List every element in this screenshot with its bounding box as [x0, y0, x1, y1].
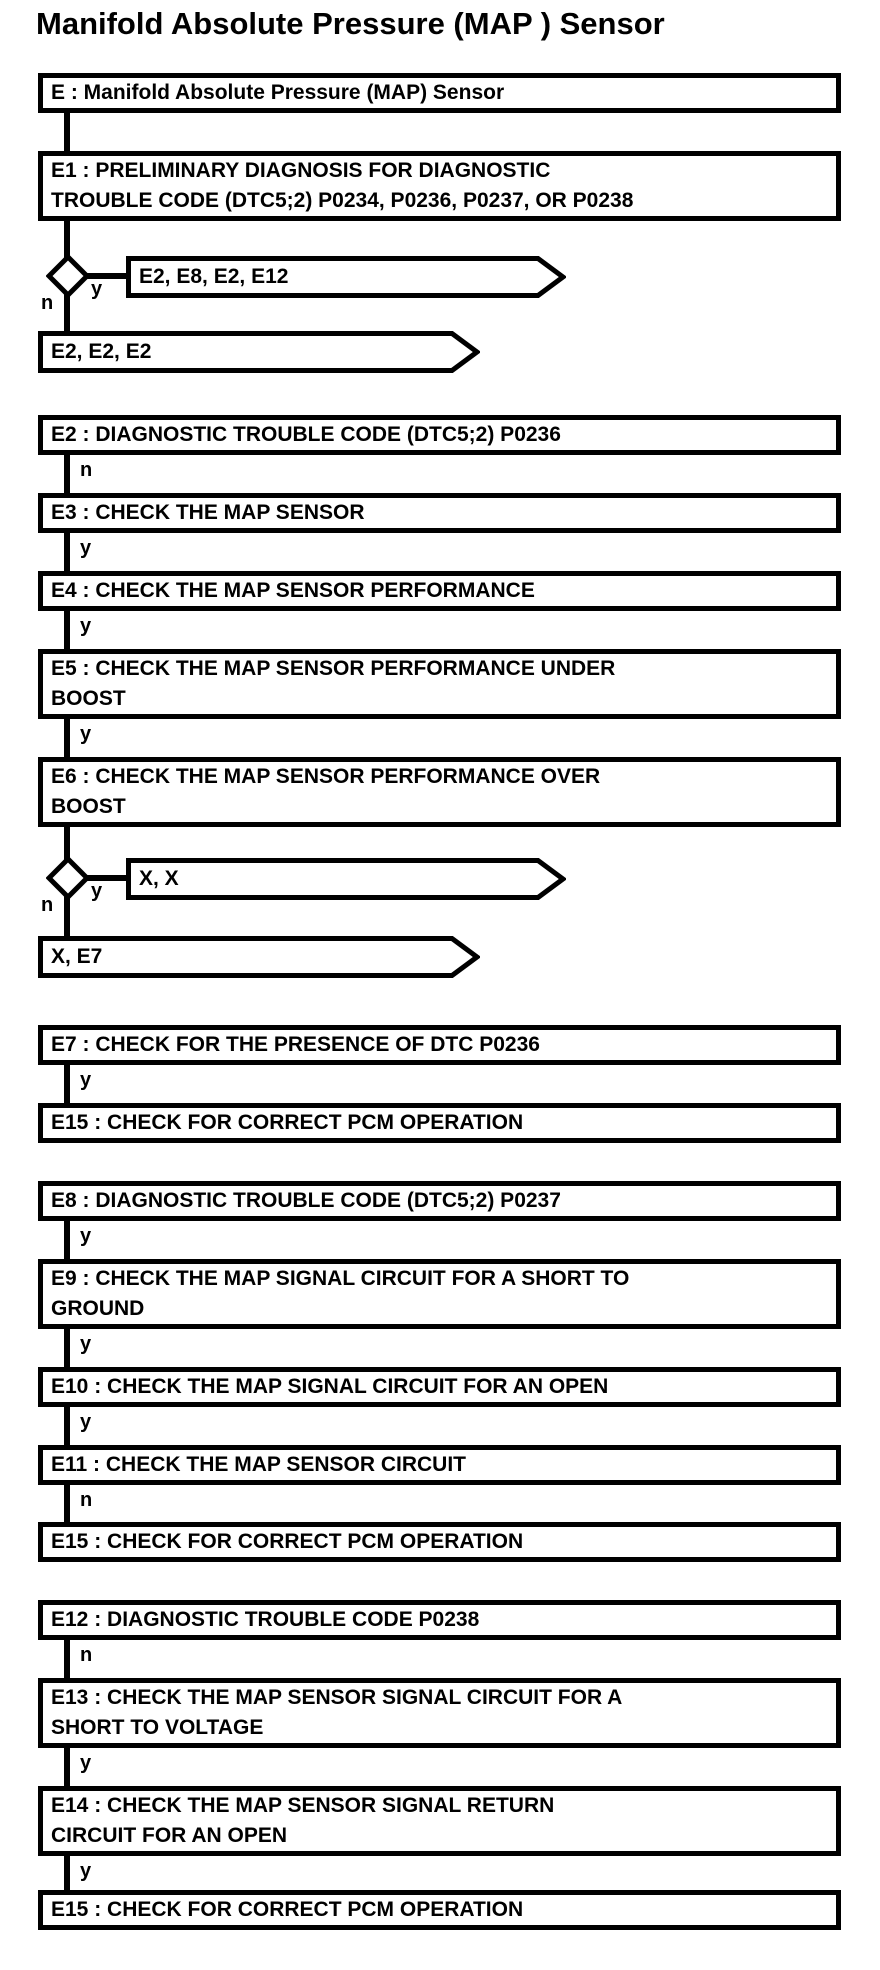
flow-box-e9: E9 : CHECK THE MAP SIGNAL CIRCUIT FOR A …: [38, 1259, 841, 1329]
flow-box-e3: E3 : CHECK THE MAP SENSOR: [38, 493, 841, 533]
flow-box-e4: E4 : CHECK THE MAP SENSOR PERFORMANCE: [38, 571, 841, 611]
connector-line: [64, 292, 70, 334]
branch-label-no: n: [80, 459, 93, 481]
branch-label-yes: y: [80, 537, 92, 559]
flow-box-e15-a: E15 : CHECK FOR CORRECT PCM OPERATION: [38, 1103, 841, 1143]
branch-label-yes: y: [80, 1069, 92, 1091]
connector-line: [64, 1062, 70, 1106]
connector-line: [64, 1218, 70, 1262]
flow-box-e: E : Manifold Absolute Pressure (MAP) Sen…: [38, 73, 841, 113]
decision-diamond-icon: [46, 856, 90, 900]
connector-line: [64, 530, 70, 574]
flow-box-e1: E1 : PRELIMINARY DIAGNOSIS FOR DIAGNOSTI…: [38, 151, 841, 221]
flow-box-e15-c: E15 : CHECK FOR CORRECT PCM OPERATION: [38, 1890, 841, 1930]
arrow-pentagon-icon: [126, 256, 566, 298]
offpage-arrow-b2-label: X, E7: [51, 945, 103, 968]
connector-line: [64, 1745, 70, 1789]
flow-box-e8: E8 : DIAGNOSTIC TROUBLE CODE (DTC5;2) P0…: [38, 1181, 841, 1221]
connector-line: [64, 1404, 70, 1448]
branch-label-yes: y: [80, 1225, 92, 1247]
offpage-arrow-b2: X, E7: [38, 936, 480, 978]
page-title: Manifold Absolute Pressure (MAP ) Sensor: [36, 6, 665, 41]
flow-box-e5: E5 : CHECK THE MAP SENSOR PERFORMANCE UN…: [38, 649, 841, 719]
flow-box-e12: E12 : DIAGNOSTIC TROUBLE CODE P0238: [38, 1600, 841, 1640]
offpage-arrow-a2-label: X, X: [139, 867, 179, 890]
connector-line: [64, 895, 70, 939]
arrow-pentagon-icon: [38, 936, 480, 978]
branch-label-yes: y: [80, 1411, 92, 1433]
branch-label-no: n: [80, 1644, 93, 1666]
branch-label-yes: y: [80, 1860, 92, 1882]
connector-line: [64, 608, 70, 652]
flow-box-e10: E10 : CHECK THE MAP SIGNAL CIRCUIT FOR A…: [38, 1367, 841, 1407]
offpage-arrow-a2: X, X: [126, 858, 566, 900]
offpage-arrow-a1-label: E2, E8, E2, E12: [139, 265, 289, 288]
connector-line: [64, 1637, 70, 1681]
offpage-arrow-a1: E2, E8, E2, E12: [126, 256, 566, 298]
branch-label-no: n: [41, 292, 54, 314]
connector-line: [86, 875, 126, 881]
decision-diamond-icon: [46, 254, 90, 298]
connector-line: [64, 1853, 70, 1893]
flow-box-e11: E11 : CHECK THE MAP SENSOR CIRCUIT: [38, 1445, 841, 1485]
flow-box-e15-b: E15 : CHECK FOR CORRECT PCM OPERATION: [38, 1522, 841, 1562]
connector-line: [64, 824, 70, 860]
flow-box-e6: E6 : CHECK THE MAP SENSOR PERFORMANCE OV…: [38, 757, 841, 827]
connector-line: [64, 1482, 70, 1526]
connector-line: [64, 1326, 70, 1370]
branch-label-yes: y: [80, 615, 92, 637]
branch-label-no: n: [41, 894, 54, 916]
connector-line: [64, 716, 70, 760]
branch-label-yes: y: [80, 723, 92, 745]
offpage-arrow-b1: E2, E2, E2: [38, 331, 480, 373]
connector-line: [64, 452, 70, 496]
connector-line: [64, 110, 70, 155]
flow-box-e14: E14 : CHECK THE MAP SENSOR SIGNAL RETURN…: [38, 1786, 841, 1856]
branch-label-no: n: [80, 1489, 93, 1511]
branch-label-yes: y: [80, 1752, 92, 1774]
branch-label-yes: y: [91, 880, 103, 902]
offpage-arrow-b1-label: E2, E2, E2: [51, 340, 152, 363]
connector-line: [64, 218, 70, 260]
connector-line: [86, 273, 126, 279]
flow-box-e2: E2 : DIAGNOSTIC TROUBLE CODE (DTC5;2) P0…: [38, 415, 841, 455]
arrow-pentagon-icon: [126, 858, 566, 900]
flow-box-e7: E7 : CHECK FOR THE PRESENCE OF DTC P0236: [38, 1025, 841, 1065]
arrow-pentagon-icon: [38, 331, 480, 373]
branch-label-yes: y: [80, 1333, 92, 1355]
branch-label-yes: y: [91, 278, 103, 300]
flow-box-e13: E13 : CHECK THE MAP SENSOR SIGNAL CIRCUI…: [38, 1678, 841, 1748]
